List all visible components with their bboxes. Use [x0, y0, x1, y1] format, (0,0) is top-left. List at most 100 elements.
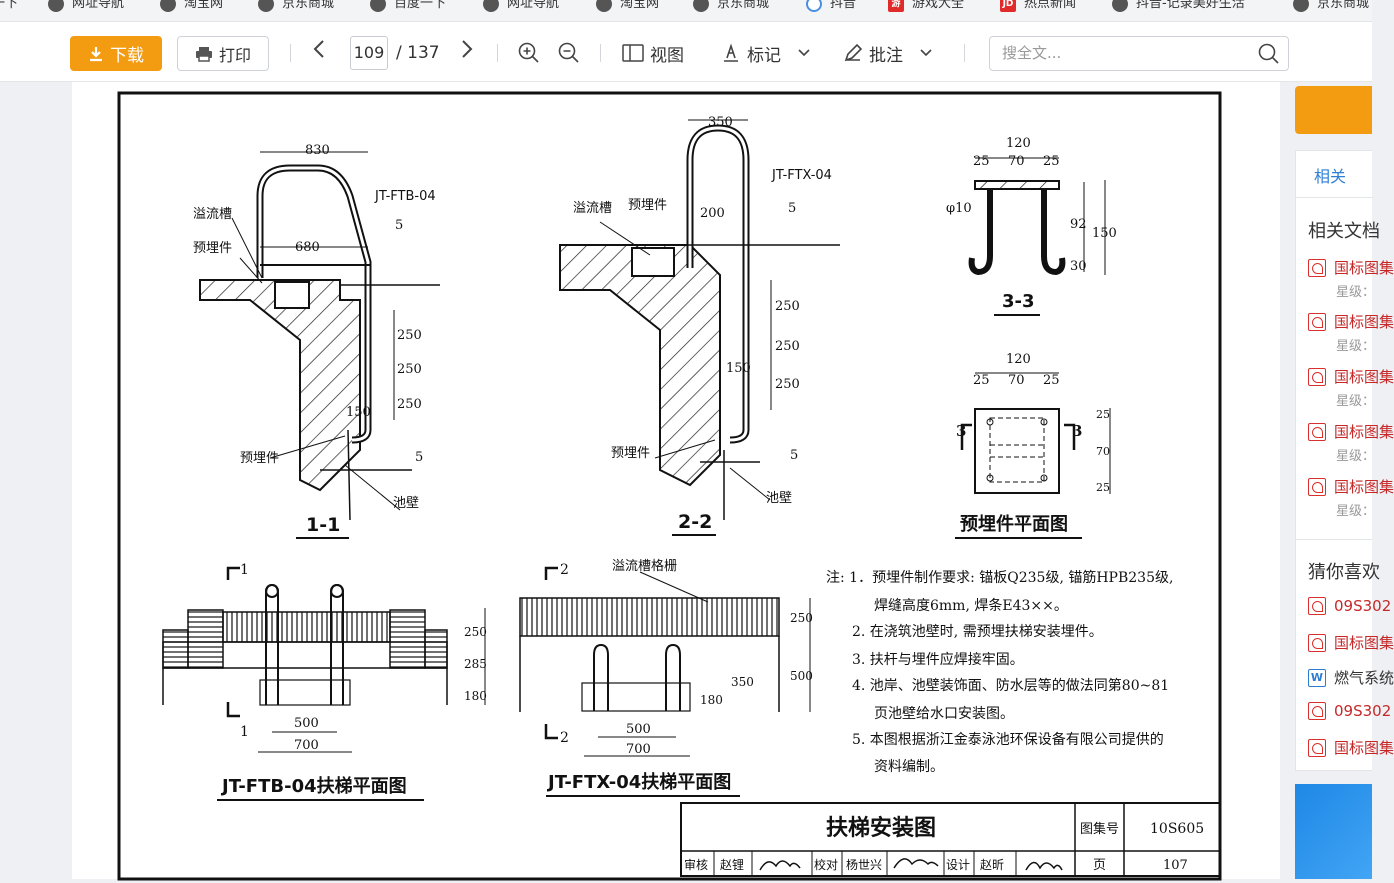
- related-item[interactable]: 国标图集: [1308, 257, 1394, 278]
- note-line: 4. 池岸、池壁装饰面、防水层等的做法同第80~81: [852, 677, 1169, 694]
- dim-500: 500: [626, 722, 651, 737]
- dim-250: 250: [464, 625, 487, 639]
- bookmark-item[interactable]: 网址导航: [483, 0, 559, 15]
- zoom-in-button[interactable]: [518, 36, 540, 70]
- related-panel: 相关 相关文档 国标图集 星级： 国标图集 星级： 国标图集 星级： 国标图集 …: [1295, 150, 1394, 605]
- zoom-out-button[interactable]: [558, 36, 580, 70]
- guess-item[interactable]: 国标图集: [1308, 632, 1394, 653]
- pdf-icon: [1308, 312, 1326, 331]
- bookmark-item[interactable]: 京东商城: [693, 0, 769, 15]
- globe-icon: [1293, 0, 1309, 12]
- embed-label: 预埋件: [628, 198, 667, 213]
- plan-ftb-04: 1 1 250 285 180 500 700 JT-FTB-04扶梯平面图: [162, 562, 487, 801]
- print-button[interactable]: 打印: [177, 36, 269, 71]
- dim-70: 70: [1008, 373, 1025, 388]
- related-item[interactable]: 国标图集: [1308, 311, 1394, 332]
- ad-banner[interactable]: [1295, 784, 1372, 879]
- guess-item[interactable]: 09S302: [1308, 597, 1391, 615]
- page-number-input[interactable]: 109: [350, 36, 388, 70]
- plan-ftx-04: 2 2 溢流槽格栅 250 350 180 500 500 700 JT-FTX…: [519, 558, 813, 797]
- globe-icon: [693, 0, 709, 12]
- download-icon: [90, 46, 102, 61]
- embed-label: 预埋件: [240, 451, 279, 466]
- pdf-icon: [1308, 422, 1326, 441]
- chevron-down-icon: [798, 49, 810, 57]
- pdf-icon: [1308, 738, 1326, 757]
- search-input[interactable]: 搜全文...: [989, 36, 1289, 71]
- annotate-menu-button[interactable]: 批注: [843, 36, 933, 70]
- note-line: 5. 本图根据浙江金泰泳池环保设备有限公司提供的: [852, 731, 1164, 748]
- related-item[interactable]: 国标图集: [1308, 366, 1394, 387]
- signature: [759, 860, 801, 871]
- embed-label: 预埋件: [611, 446, 650, 461]
- related-item[interactable]: 国标图集: [1308, 476, 1394, 497]
- globe-icon: [1112, 0, 1128, 12]
- related-item[interactable]: 国标图集: [1308, 421, 1394, 442]
- related-heading: 相关文档: [1308, 221, 1380, 242]
- review-label: 审核: [684, 857, 708, 872]
- bookmarks-bar: 一下 网址导航 淘宝网 京东商城 百度一下 网址导航 淘宝网 京东商城 抖音 游…: [0, 0, 1372, 22]
- signature: [1025, 861, 1063, 871]
- guess-item[interactable]: 09S302: [1308, 702, 1391, 720]
- dim-500: 500: [294, 716, 319, 731]
- tab-related[interactable]: 相关: [1314, 167, 1347, 186]
- mark-menu-button[interactable]: 标记: [721, 36, 811, 70]
- download-button[interactable]: 下载: [70, 36, 162, 71]
- dim-70: 70: [1096, 445, 1110, 458]
- guess-item[interactable]: 国标图集: [1308, 737, 1394, 758]
- bookmark-item[interactable]: 抖音-记录美好生活: [1112, 0, 1245, 15]
- section-mark: 2: [560, 730, 569, 746]
- dim-30: 30: [1070, 259, 1087, 274]
- note-line: 焊缝高度6mm, 焊条E43××。: [874, 597, 1068, 614]
- bookmark-item[interactable]: 网址导航: [48, 0, 124, 15]
- printer-icon: [195, 46, 212, 62]
- page-label: 页: [1093, 858, 1106, 873]
- dim-250: 250: [397, 328, 422, 343]
- dim-25: 25: [973, 373, 990, 388]
- section-2-2: 350 200 JT-FTX-04 溢流槽 预埋件 预埋件 池壁 250 250…: [559, 115, 840, 536]
- dim-350: 350: [708, 115, 733, 130]
- engineering-drawing: 830 680 JT-FTB-04 溢流槽 预埋件 预埋件 池壁 250 250…: [117, 91, 1222, 881]
- bookmark-item[interactable]: 抖音: [806, 0, 856, 15]
- bookmark-item[interactable]: 淘宝网: [596, 0, 659, 15]
- bookmark-item[interactable]: 淘宝网: [160, 0, 223, 15]
- sidebar-action-button[interactable]: [1295, 86, 1372, 134]
- bookmark-item[interactable]: 游游戏大全: [888, 0, 964, 15]
- bookmark-item[interactable]: 一下: [0, 0, 19, 11]
- atlas-label: 图集号: [1080, 821, 1119, 837]
- bookmark-item[interactable]: 京东商城: [258, 0, 334, 15]
- wall-label: 池壁: [766, 491, 792, 506]
- search-icon[interactable]: [1258, 43, 1280, 65]
- note-line: 2. 在浇筑池壁时, 需预埋扶梯安装埋件。: [852, 624, 1103, 640]
- zoom-in-icon: [518, 42, 539, 63]
- bookmark-item[interactable]: 京东商城: [1293, 0, 1369, 15]
- dim-150: 150: [1092, 226, 1117, 241]
- next-page-button[interactable]: [460, 38, 474, 68]
- dim-250: 250: [397, 362, 422, 377]
- design-label: 设计: [946, 858, 970, 872]
- dim-680: 680: [295, 240, 320, 255]
- dim-120: 120: [1006, 136, 1031, 151]
- dim-350: 350: [731, 675, 754, 689]
- dim-180: 180: [464, 689, 487, 703]
- divider: [497, 44, 498, 62]
- dim-180: 180: [700, 693, 723, 707]
- section-3-3: 120 25 70 25 φ10 92 150 30 3-3: [946, 136, 1117, 316]
- dim-200: 200: [700, 206, 725, 221]
- prev-page-button[interactable]: [312, 38, 326, 68]
- dim-250: 250: [775, 339, 800, 354]
- dim-150: 150: [346, 405, 371, 420]
- plate-plan-label: 预埋件平面图: [960, 513, 1068, 535]
- level-5: 5: [788, 201, 796, 216]
- bookmark-item[interactable]: 百度一下: [370, 0, 446, 15]
- view-button[interactable]: 视图: [622, 36, 684, 70]
- chevron-left-icon: [313, 40, 324, 58]
- dim-25: 25: [973, 154, 990, 169]
- highlighter-icon: [724, 43, 738, 62]
- dim-700: 700: [626, 742, 651, 757]
- design-name: 赵昕: [980, 858, 1004, 872]
- dim-830: 830: [305, 143, 330, 158]
